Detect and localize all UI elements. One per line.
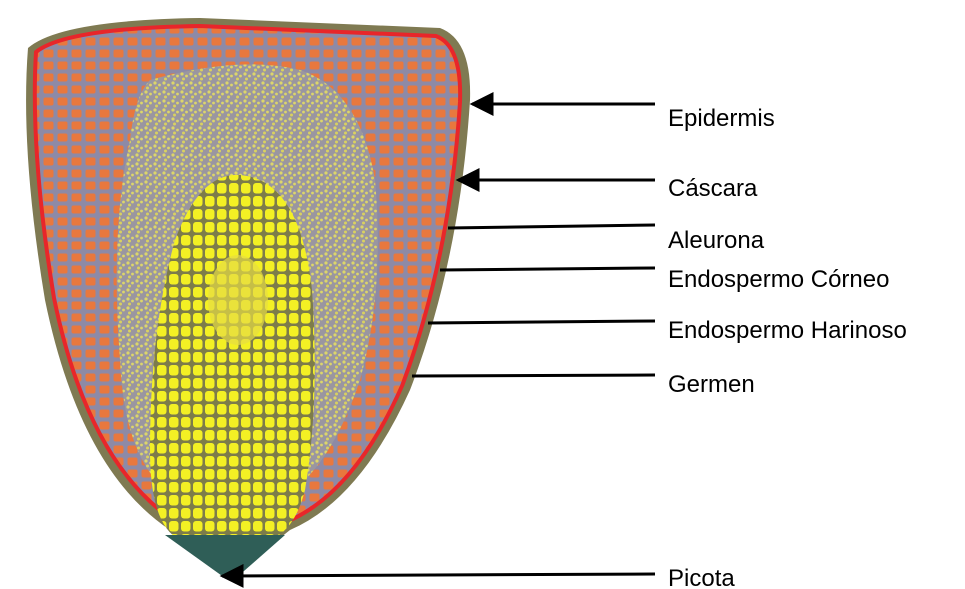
- germ-center: [208, 255, 268, 345]
- endospermo-harinoso-pointer: [428, 321, 655, 323]
- aleurona-pointer: [448, 225, 655, 228]
- label-picota: Picota: [668, 565, 735, 589]
- label-epidermis: Epidermis: [668, 105, 775, 132]
- label-germen: Germen: [668, 371, 755, 398]
- label-cascara: Cáscara: [668, 175, 758, 202]
- label-endospermo-corneo: Endospermo Córneo: [668, 266, 889, 293]
- germen-pointer: [412, 375, 655, 376]
- picota-pointer: [222, 574, 655, 576]
- endospermo-corneo-pointer: [440, 268, 655, 270]
- tip-cap: [165, 535, 285, 578]
- label-endospermo-harinoso: Endospermo Harinoso: [668, 317, 907, 344]
- label-aleurona: Aleurona: [668, 227, 765, 254]
